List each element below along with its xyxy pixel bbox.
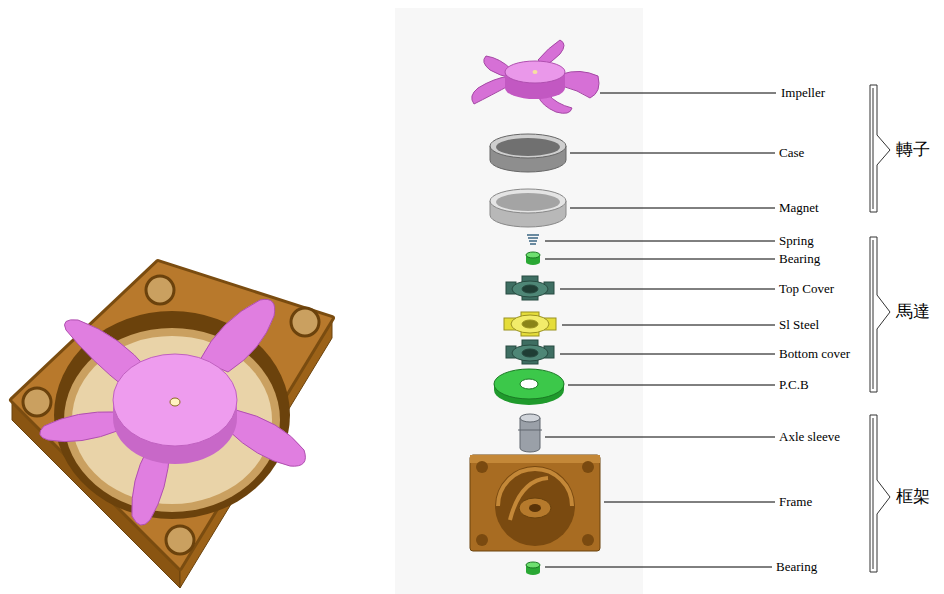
leader-line bbox=[545, 259, 775, 260]
group-bracket bbox=[870, 237, 890, 392]
pcb-part bbox=[494, 369, 564, 405]
assembled-fan bbox=[146, 276, 174, 304]
group-label: 馬達 bbox=[896, 302, 930, 322]
panel-ground bbox=[395, 8, 643, 594]
leader-line bbox=[545, 241, 775, 242]
leader-line bbox=[600, 93, 776, 94]
top-cover-part bbox=[512, 281, 548, 297]
magnet-part bbox=[490, 189, 566, 213]
bottom-cover-part bbox=[512, 345, 548, 361]
top-cover-part bbox=[522, 285, 538, 293]
case-part bbox=[496, 138, 560, 156]
pcb-part bbox=[520, 379, 538, 389]
frame-part bbox=[470, 455, 600, 463]
part-label: Top Cover bbox=[779, 282, 834, 297]
impeller-part bbox=[562, 71, 599, 98]
frame-part bbox=[470, 455, 600, 551]
group-label: 轉子 bbox=[896, 140, 930, 160]
magnet-part bbox=[490, 189, 566, 227]
impeller-part bbox=[533, 70, 538, 74]
frame-part bbox=[476, 534, 488, 546]
impeller-part bbox=[505, 61, 565, 83]
spring-part bbox=[527, 235, 539, 244]
leader-line bbox=[545, 437, 775, 438]
leader-line bbox=[545, 567, 772, 568]
group-label: 框架 bbox=[896, 487, 930, 507]
group-bracket bbox=[873, 240, 874, 389]
bearing-part bbox=[526, 562, 540, 575]
leader-line bbox=[545, 93, 776, 567]
magnet-part bbox=[496, 193, 560, 211]
leader-line bbox=[604, 502, 775, 503]
assembled-fan bbox=[170, 398, 180, 406]
assembled-fan bbox=[12, 262, 332, 568]
part-label: Impeller bbox=[781, 86, 825, 101]
top-cover-part bbox=[506, 276, 554, 300]
si-steel-part bbox=[504, 312, 556, 336]
frame-part bbox=[582, 461, 594, 473]
leader-line bbox=[570, 153, 775, 154]
part-label: Bottom cover bbox=[779, 347, 850, 362]
axle-sleeve-part bbox=[518, 414, 542, 452]
frame-part bbox=[529, 504, 541, 512]
leader-line bbox=[560, 289, 775, 290]
group-bracket bbox=[873, 418, 874, 569]
si-steel-part bbox=[522, 320, 538, 328]
part-label: Sl Steel bbox=[779, 318, 819, 333]
part-label: Axle sleeve bbox=[779, 430, 840, 445]
assembled-fan bbox=[12, 262, 332, 588]
assembled-fan bbox=[40, 412, 120, 442]
pcb-part bbox=[494, 369, 564, 399]
frame-part bbox=[519, 498, 551, 518]
bearing-part bbox=[526, 252, 540, 258]
part-label: Bearing bbox=[776, 560, 817, 575]
leader-line bbox=[560, 354, 775, 355]
spring-part bbox=[527, 235, 539, 244]
leader-line bbox=[570, 208, 775, 209]
group-bracket bbox=[870, 85, 890, 572]
assembled-fan bbox=[200, 299, 275, 372]
part-label: Spring bbox=[779, 234, 814, 249]
group-bracket bbox=[873, 88, 874, 209]
case-part bbox=[490, 134, 566, 158]
assembled-fan bbox=[113, 354, 237, 446]
axle-sleeve-part bbox=[520, 418, 540, 452]
si-steel-part bbox=[511, 315, 549, 333]
frame-part bbox=[582, 534, 594, 546]
case-part bbox=[490, 134, 566, 172]
frame-part bbox=[476, 461, 488, 473]
part-label: Magnet bbox=[779, 201, 819, 216]
axle-sleeve-part bbox=[518, 430, 542, 431]
part-label: Bearing bbox=[779, 252, 820, 267]
bearing-part bbox=[526, 252, 540, 265]
bottom-cover-part bbox=[506, 340, 554, 364]
part-label: P.C.B bbox=[779, 378, 809, 393]
leader-line bbox=[568, 385, 775, 386]
leader-line bbox=[562, 325, 775, 326]
assembled-fan bbox=[12, 262, 332, 568]
frame-part bbox=[495, 466, 575, 546]
part-label: Case bbox=[779, 146, 804, 161]
axle-sleeve-part bbox=[520, 414, 540, 422]
assembled-fan bbox=[291, 308, 319, 336]
assembled-fan bbox=[228, 410, 305, 466]
part-label: Frame bbox=[779, 495, 812, 510]
assembled-fan bbox=[23, 388, 51, 416]
bottom-cover-part bbox=[522, 349, 538, 357]
group-bracket bbox=[870, 85, 890, 212]
bearing-part bbox=[526, 562, 540, 568]
impeller-part bbox=[472, 40, 599, 113]
frame-part bbox=[470, 455, 600, 551]
group-bracket bbox=[870, 415, 890, 572]
assembled-fan bbox=[166, 526, 194, 554]
